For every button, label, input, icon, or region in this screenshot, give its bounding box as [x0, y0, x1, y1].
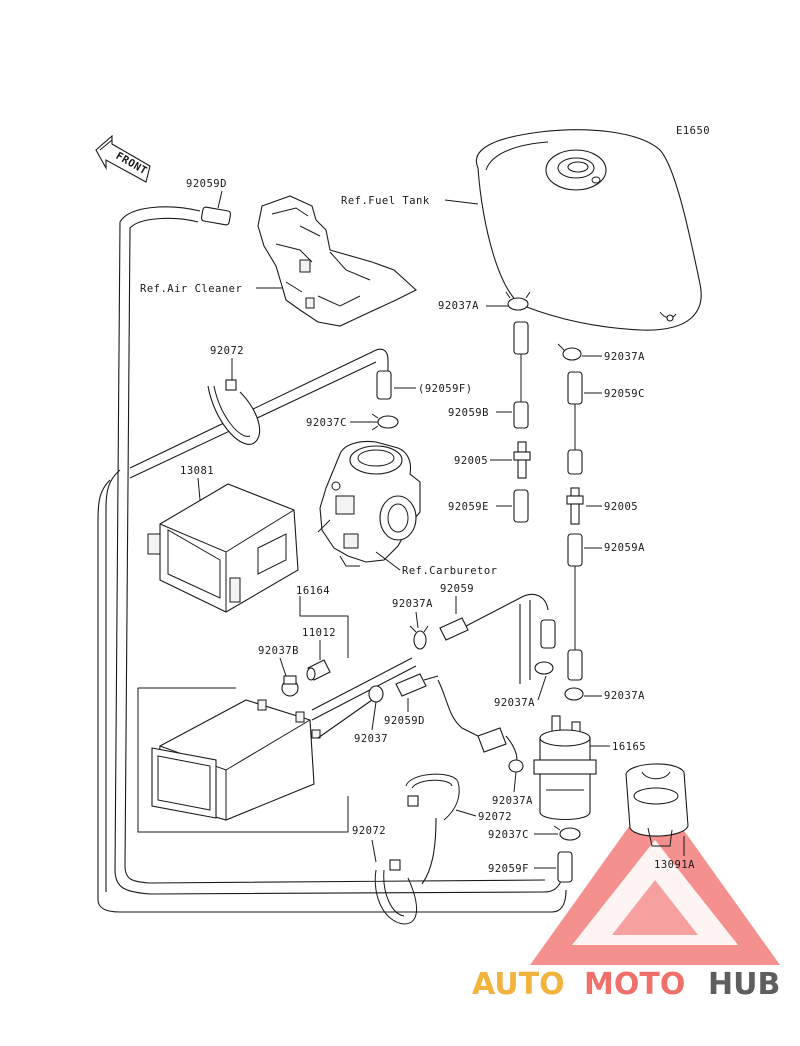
part-92059e-label: 92059E: [448, 501, 489, 513]
part-16164-canister: [151, 699, 321, 821]
part-92037a-3-label: 92037A: [392, 598, 433, 610]
part-92059d-paren: [200, 206, 232, 226]
part-92059f-paren-label: (92059F): [418, 383, 473, 395]
part-11012-label: 11012: [302, 627, 336, 639]
part-92037a-4-label: 92037A: [494, 697, 535, 709]
part-92059f-hose: [557, 851, 573, 883]
part-92005-right-fitting: [566, 487, 584, 525]
part-92072-middle-strap: [405, 773, 460, 821]
part-92059a-label: 92059A: [604, 542, 645, 554]
part-13091a-label: 13091A: [654, 859, 695, 871]
part-92005-right-label: 92005: [604, 501, 638, 513]
part-92059b-hose: [513, 401, 529, 429]
hose-stub-to-pump: [477, 727, 507, 753]
watermark-hub: HUB: [708, 967, 780, 1002]
part-92059-hose: [439, 617, 469, 641]
part-92005-left-fitting: [513, 441, 531, 479]
part-92037a-5-clamp: [508, 759, 524, 773]
fuel-tank: [475, 129, 702, 331]
part-92037a-2-clamp: [557, 343, 582, 361]
part-92037-clamp: [368, 685, 384, 703]
part-13091a-cover: [625, 763, 689, 847]
part-92037a-3-clamp: [409, 625, 429, 650]
part-92059b-label: 92059B: [448, 407, 489, 419]
part-92037a-6-clamp: [564, 687, 584, 701]
watermark-text: AUTO MOTO HUB: [472, 967, 780, 1002]
part-92059b-upper-hose: [513, 321, 529, 355]
ref-fuel-tank-label: Ref.Fuel Tank: [341, 195, 430, 207]
part-92037b-label: 92037B: [258, 645, 299, 657]
part-92059c-hose: [567, 371, 583, 405]
diagram-code: E1650: [676, 125, 710, 137]
part-92072-upper-label: 92072: [210, 345, 244, 357]
part-92037-label: 92037: [354, 733, 388, 745]
part-92059c-label: 92059C: [604, 388, 645, 400]
part-92037a-1-label: 92037A: [438, 300, 479, 312]
part-92059d-label: 92059D: [384, 715, 425, 727]
carburetor: [317, 440, 421, 567]
part-92037c-lower-clamp: [553, 825, 581, 841]
part-92037c-upper: [371, 413, 399, 431]
part-92072-lower-label: 92072: [352, 825, 386, 837]
part-92072-upper: [207, 385, 261, 445]
front-arrow-icon: FRONT: [95, 134, 151, 183]
hose-main-loop-outer: [114, 206, 565, 895]
part-11012-plug: [306, 659, 331, 681]
part-16165-fuel-pump: [533, 715, 597, 820]
part-92072-lower-strap: [374, 859, 418, 925]
ref-carburetor-label: Ref.Carburetor: [402, 565, 498, 577]
part-92037b-clamp: [281, 675, 299, 697]
part-92059d-hose: [395, 673, 427, 697]
part-92037a-5-label: 92037A: [492, 795, 533, 807]
hose-lower-outer: [97, 479, 567, 913]
watermark-logo: [530, 790, 780, 965]
part-92005-left-label: 92005: [454, 455, 488, 467]
part-92072-middle-label: 92072: [478, 811, 512, 823]
part-92059f-label: 92059F: [488, 863, 529, 875]
part-92037c-upper-label: 92037C: [306, 417, 347, 429]
part-92059a-hose: [567, 533, 583, 567]
part-92037a-1-clamp: [505, 291, 531, 311]
part-92037a-6-label: 92037A: [604, 690, 645, 702]
part-92059e-hose: [513, 489, 529, 523]
part-13081-label: 13081: [180, 465, 214, 477]
part-92037a-2-label: 92037A: [604, 351, 645, 363]
part-13081-cover: [147, 483, 299, 613]
air-cleaner: [257, 195, 417, 327]
part-16165-label: 16165: [612, 741, 646, 753]
ref-air-cleaner-label: Ref.Air Cleaner: [140, 283, 242, 295]
watermark-moto: MOTO: [584, 967, 685, 1002]
hose-main-loop-inner: [124, 217, 546, 884]
canister-group-bracket: [137, 596, 349, 833]
part-92059d-paren-label: 92059D: [186, 178, 227, 190]
part-92037a-4-clamp: [534, 661, 554, 675]
part-92059f-paren: [376, 370, 392, 400]
watermark-auto: AUTO: [472, 967, 565, 1002]
part-16164-label: 16164: [296, 585, 330, 597]
part-92059-label: 92059: [440, 583, 474, 595]
part-92037c-lower-label: 92037C: [488, 829, 529, 841]
